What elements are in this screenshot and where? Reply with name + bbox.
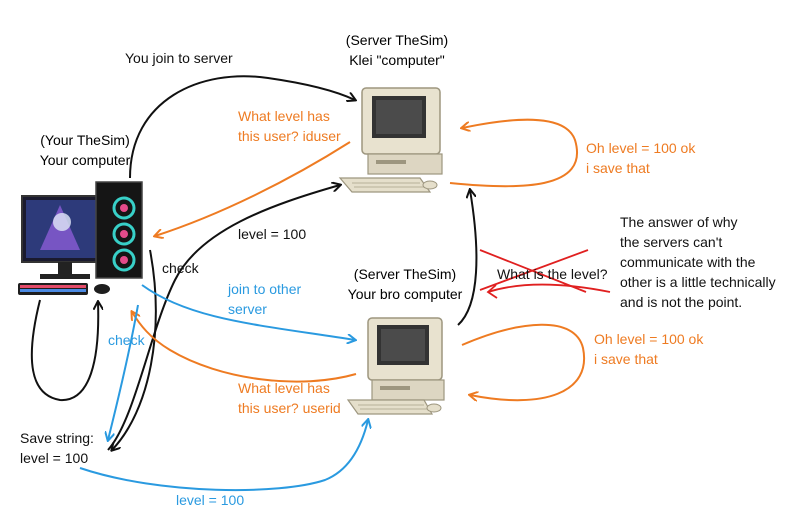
check-blue-label: check xyxy=(108,332,145,348)
note-text: The answer of why the servers can't comm… xyxy=(620,212,776,312)
check-blue-arrow xyxy=(108,304,139,440)
gaming-pc-icon xyxy=(18,181,143,295)
ok-top-line2: i save that xyxy=(586,160,650,176)
save-loop-arrow xyxy=(30,299,98,402)
check-black-label: check xyxy=(162,260,199,276)
level-top-arrow xyxy=(107,185,340,451)
note-line: other is a little technically xyxy=(620,274,776,290)
retro-computer-icon xyxy=(338,87,443,193)
join-other-label: join to other server xyxy=(228,279,301,319)
server-to-server-arrow xyxy=(457,190,478,326)
level-bottom-arrow xyxy=(79,420,368,492)
note-line: communicate with the xyxy=(620,254,756,270)
you-join-label: You join to server xyxy=(125,50,233,66)
note-line: The answer of why xyxy=(620,214,738,230)
save-string-line1: Save string: xyxy=(20,430,94,446)
level-top-label: level = 100 xyxy=(238,226,307,242)
your-pc-title-line2: Your computer xyxy=(39,152,131,168)
query-bottom-arrow xyxy=(132,312,357,383)
server-bottom-title-line2: Your bro computer xyxy=(347,286,463,302)
server-top-title-line2: Klei "computer" xyxy=(349,52,445,68)
ok-top-line1: Oh level = 100 ok xyxy=(586,140,696,156)
join-other-arrow xyxy=(141,284,355,340)
server-top-title-line1: (Server TheSim) xyxy=(345,32,449,48)
level-bottom-label: level = 100 xyxy=(176,492,245,508)
query-top-arrow xyxy=(155,141,351,236)
save-string-line2: level = 100 xyxy=(20,450,89,466)
save-string-label: Save string: level = 100 xyxy=(20,428,94,468)
crossed-question-label: What is the level? xyxy=(497,266,608,282)
server-bottom-title: (Server TheSim) Your bro computer xyxy=(330,264,480,304)
join-server-arrow xyxy=(129,75,355,179)
join-other-line1: join to other xyxy=(228,281,302,297)
query-bottom-line2: this user? userid xyxy=(238,400,341,416)
retro-computer-icon xyxy=(346,317,445,415)
your-pc-title-line1: (Your TheSim) xyxy=(40,132,130,148)
your-pc-title: (Your TheSim) Your computer xyxy=(10,130,160,170)
ok-bottom-label: Oh level = 100 ok i save that xyxy=(594,329,703,369)
crossed-arrow-line xyxy=(487,283,611,293)
note-line: the servers can't xyxy=(620,234,723,250)
server-bottom-title-line1: (Server TheSim) xyxy=(353,266,457,282)
save-bottom-loop-arrow xyxy=(461,323,586,400)
query-top-line2: this user? iduser xyxy=(238,128,341,144)
query-top-line1: What level has xyxy=(238,108,330,124)
save-top-loop-arrow xyxy=(449,118,578,188)
check-black-arrow xyxy=(112,249,157,450)
ok-bottom-line2: i save that xyxy=(594,351,658,367)
query-bottom-label: What level has this user? userid xyxy=(238,378,341,418)
query-bottom-line1: What level has xyxy=(238,380,330,396)
server-top-title: (Server TheSim) Klei "computer" xyxy=(322,30,472,70)
note-line: and is not the point. xyxy=(620,294,743,310)
ok-bottom-line1: Oh level = 100 ok xyxy=(594,331,704,347)
cross-mark-2 xyxy=(479,249,589,291)
join-other-line2: server xyxy=(228,301,267,317)
query-top-label: What level has this user? iduser xyxy=(238,106,341,146)
ok-top-label: Oh level = 100 ok i save that xyxy=(586,138,695,178)
crossed-arrow-head xyxy=(486,284,498,299)
